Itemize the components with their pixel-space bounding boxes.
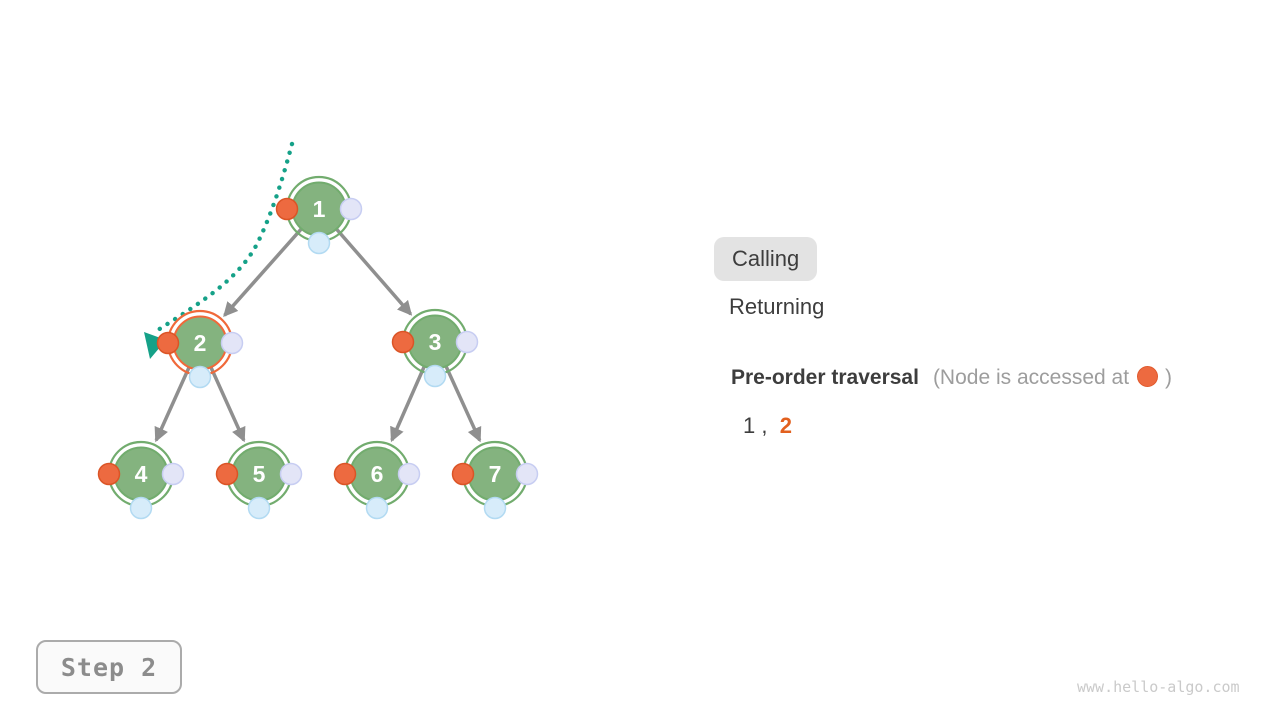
postorder-dot [515,462,539,486]
node-label: 2 [194,330,207,356]
node-label: 3 [429,329,442,355]
postorder-dot [161,462,185,486]
sequence-separator: , [755,413,780,438]
node-label: 1 [313,196,326,222]
postorder-dot [397,462,421,486]
inorder-dot [365,496,389,520]
caption-note: (Node is accessed at [932,366,1130,389]
postorder-dot [220,331,244,355]
watermark: www.hello-algo.com [1077,678,1240,696]
traversal-sequence: 1 , 2 [743,413,792,439]
tree-node-1: 1 [275,175,363,255]
inorder-dot [247,496,271,520]
postorder-dot [339,197,363,221]
tree-nodes: 1 2 3 4 5 6 7 [97,175,539,520]
legend-item-returning: Returning [729,294,825,319]
traversal-caption: Pre-order traversal (Node is accessed at) [731,366,1172,390]
preorder-dot [391,330,415,354]
tree-node-2: 2 [156,309,244,389]
legend-item-calling: Calling [714,237,818,281]
sequence-number: 1 [743,413,756,438]
tree-edge-1-2 [223,228,303,317]
inorder-dot [129,496,153,520]
inorder-dot [483,496,507,520]
preorder-dot [333,462,357,486]
preorder-dot [97,462,121,486]
binary-tree-diagram: 1 2 3 4 5 6 7 [97,141,539,520]
inorder-dot [188,365,212,389]
tree-edge-3-6 [390,366,426,443]
tree-edge-2-5 [209,366,246,443]
step-indicator: Step 2 [36,640,182,694]
node-label: 4 [135,461,148,487]
preorder-dot [275,197,299,221]
tree-node-5: 5 [215,440,303,520]
preorder-dot [451,462,475,486]
tree-node-4: 4 [97,440,185,520]
caption-note-suffix: ) [1165,366,1173,389]
node-label: 7 [489,461,502,487]
tree-edges [154,228,482,443]
postorder-dot [279,462,303,486]
preorder-dot [156,331,180,355]
tree-edge-3-7 [444,365,482,443]
tree-edge-1-3 [335,228,413,316]
postorder-dot [455,330,479,354]
accessed-marker-icon [1137,366,1159,387]
trace-dotted-path [155,141,295,333]
tree-node-3: 3 [391,308,479,388]
caption-title: Pre-order traversal [731,366,919,389]
inorder-dot [307,231,331,255]
tree-edge-2-4 [154,366,191,443]
sequence-number: 2 [779,413,792,438]
preorder-dot [215,462,239,486]
tree-node-7: 7 [451,440,539,520]
tree-node-6: 6 [333,440,421,520]
node-label: 5 [253,461,266,487]
node-label: 6 [371,461,384,487]
inorder-dot [423,364,447,388]
